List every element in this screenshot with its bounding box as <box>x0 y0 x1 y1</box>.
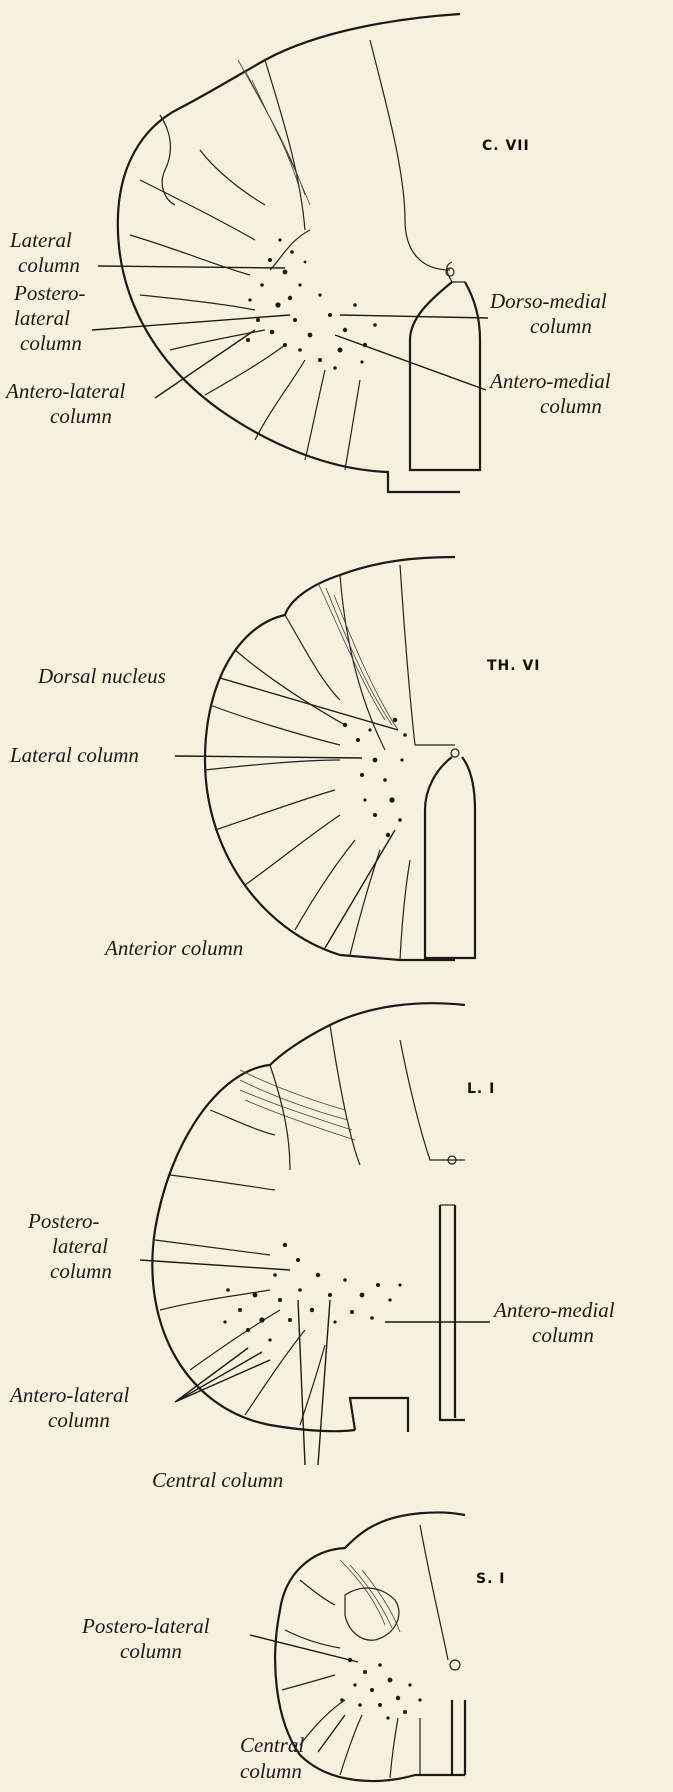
th6-anterior-leader <box>325 830 395 948</box>
section-c7: C. VII Lateral column Postero- lateral c… <box>4 14 611 492</box>
section-th6-outline <box>205 557 455 960</box>
l1-label-postero-3: column <box>50 1259 112 1283</box>
s1-label-central-1: Central <box>240 1733 304 1757</box>
section-c7-level: C. VII <box>482 138 530 154</box>
c7-label-dorsomed-1: Dorso-medial <box>489 289 607 313</box>
section-th6: TH. VI Dorsal nucleus Lateral column Ant… <box>9 557 541 960</box>
l1-label-anteromed-1: Antero-medial <box>492 1298 615 1322</box>
section-s1: S. I Postero-lateral column Central colu… <box>81 1512 505 1783</box>
c7-label-lateral-1: Lateral <box>9 228 72 252</box>
th6-dorsal-leader <box>220 678 398 730</box>
c7-label-anteromed-1: Antero-medial <box>488 369 611 393</box>
th6-label-dorsal: Dorsal nucleus <box>37 664 166 688</box>
section-th6-level: TH. VI <box>487 658 541 674</box>
section-l1-level: L. I <box>467 1081 495 1097</box>
th6-lateral-leader <box>175 756 362 758</box>
l1-postero-leader <box>140 1260 290 1270</box>
c7-label-lateral-2: column <box>18 253 80 277</box>
c7-label-anteromed-2: column <box>540 394 602 418</box>
s1-label-postero-1: Postero-lateral <box>81 1614 210 1638</box>
section-th6-cell-cluster <box>343 718 407 837</box>
c7-label-anterolat-2: column <box>50 404 112 428</box>
s1-label-central-2: column <box>240 1759 302 1783</box>
section-l1-cell-cluster <box>223 1243 401 1342</box>
section-s1-level: S. I <box>476 1571 505 1587</box>
c7-label-dorsomed-2: column <box>530 314 592 338</box>
l1-label-anteromed-2: column <box>532 1323 594 1347</box>
c7-label-postero-3: column <box>20 331 82 355</box>
section-c7-outline <box>118 14 460 492</box>
th6-label-lateral: Lateral column <box>9 743 139 767</box>
l1-label-postero-2: lateral <box>52 1234 108 1258</box>
s1-postero-leader <box>250 1635 358 1662</box>
c7-lateral-leader <box>98 266 285 268</box>
l1-anterolat-leader <box>175 1348 270 1402</box>
l1-label-central: Central column <box>152 1468 283 1492</box>
section-c7-cell-cluster <box>246 238 377 369</box>
s1-central-leader <box>318 1715 345 1752</box>
th6-label-anterior: Anterior column <box>103 936 243 960</box>
c7-label-anterolat-1: Antero-lateral <box>4 379 126 403</box>
c7-label-postero-1: Postero- <box>13 281 86 305</box>
section-l1-outline <box>152 1003 465 1431</box>
section-l1: L. I Postero- lateral column Antero-medi… <box>8 1003 615 1492</box>
l1-label-postero-1: Postero- <box>27 1209 100 1233</box>
section-s1-cell-cluster <box>340 1658 421 1720</box>
l1-label-anterolat-1: Antero-lateral <box>8 1383 130 1407</box>
l1-label-anterolat-2: column <box>48 1408 110 1432</box>
c7-postero-leader <box>92 315 290 330</box>
c7-dorsomed-leader <box>340 315 488 318</box>
c7-label-postero-2: lateral <box>14 306 70 330</box>
s1-label-postero-2: column <box>120 1639 182 1663</box>
